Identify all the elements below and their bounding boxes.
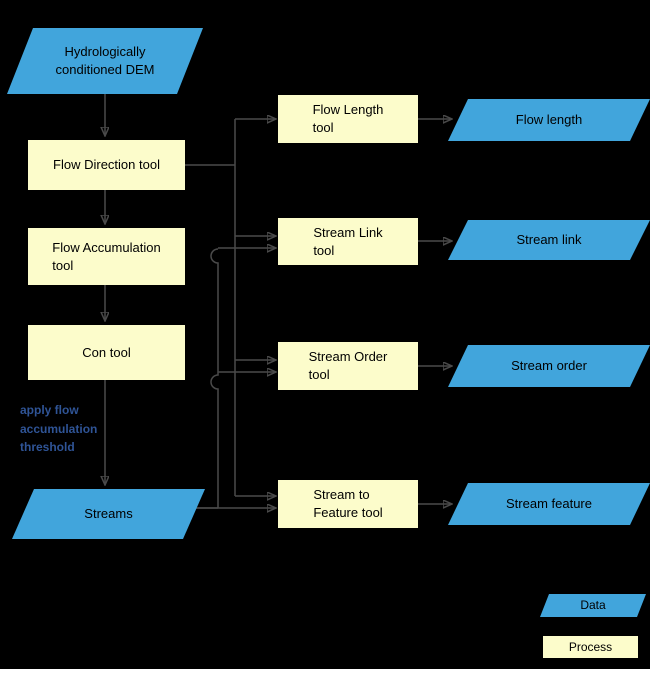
node-stream-feature-data: Stream feature <box>448 483 650 525</box>
legend-process-label: Process <box>568 639 613 654</box>
bottom-margin <box>0 669 650 677</box>
node-stream-link-tool: Stream Link tool <box>278 218 418 265</box>
node-flow-direction-tool-label: Flow Direction tool <box>53 157 160 173</box>
node-flow-length-data: Flow length <box>448 99 650 141</box>
node-flow-length-data-label: Flow length <box>515 112 583 128</box>
legend-data-label: Data <box>580 598 606 613</box>
node-dem-label: Hydrologically conditioned DEM <box>55 44 155 77</box>
node-stream-link-data: Stream link <box>448 220 650 260</box>
node-dem: Hydrologically conditioned DEM <box>7 28 203 94</box>
node-stream-order-tool-label: Stream Order tool <box>308 349 388 382</box>
node-stream-order-data-label: Stream order <box>511 358 587 374</box>
annotation-apply-threshold: apply flow accumulation threshold <box>20 403 98 455</box>
node-stream-link-tool-label: Stream Link tool <box>313 224 383 258</box>
node-flow-length-tool-label: Flow Length tool <box>312 102 384 135</box>
legend-process-shape: Process <box>543 636 638 658</box>
node-streams: Streams <box>12 489 205 539</box>
node-stream-to-feature-tool: Stream to Feature tool <box>278 480 418 528</box>
node-stream-to-feature-tool-label: Stream to Feature tool <box>313 487 383 520</box>
node-flow-accumulation-tool-label: Flow Accumulation tool <box>52 239 161 273</box>
node-con-tool: Con tool <box>28 325 185 380</box>
node-stream-feature-data-label: Stream feature <box>506 496 592 512</box>
node-flow-accumulation-tool: Flow Accumulation tool <box>28 228 185 285</box>
legend-data-shape: Data <box>540 594 646 617</box>
node-stream-order-data: Stream order <box>448 345 650 387</box>
node-streams-label: Streams <box>84 506 133 522</box>
node-stream-order-tool: Stream Order tool <box>278 342 418 390</box>
node-stream-link-data-label: Stream link <box>516 232 582 248</box>
node-con-tool-label: Con tool <box>82 344 131 360</box>
node-flow-length-tool: Flow Length tool <box>278 95 418 143</box>
node-flow-direction-tool: Flow Direction tool <box>28 140 185 190</box>
trunk-lines <box>185 119 236 509</box>
